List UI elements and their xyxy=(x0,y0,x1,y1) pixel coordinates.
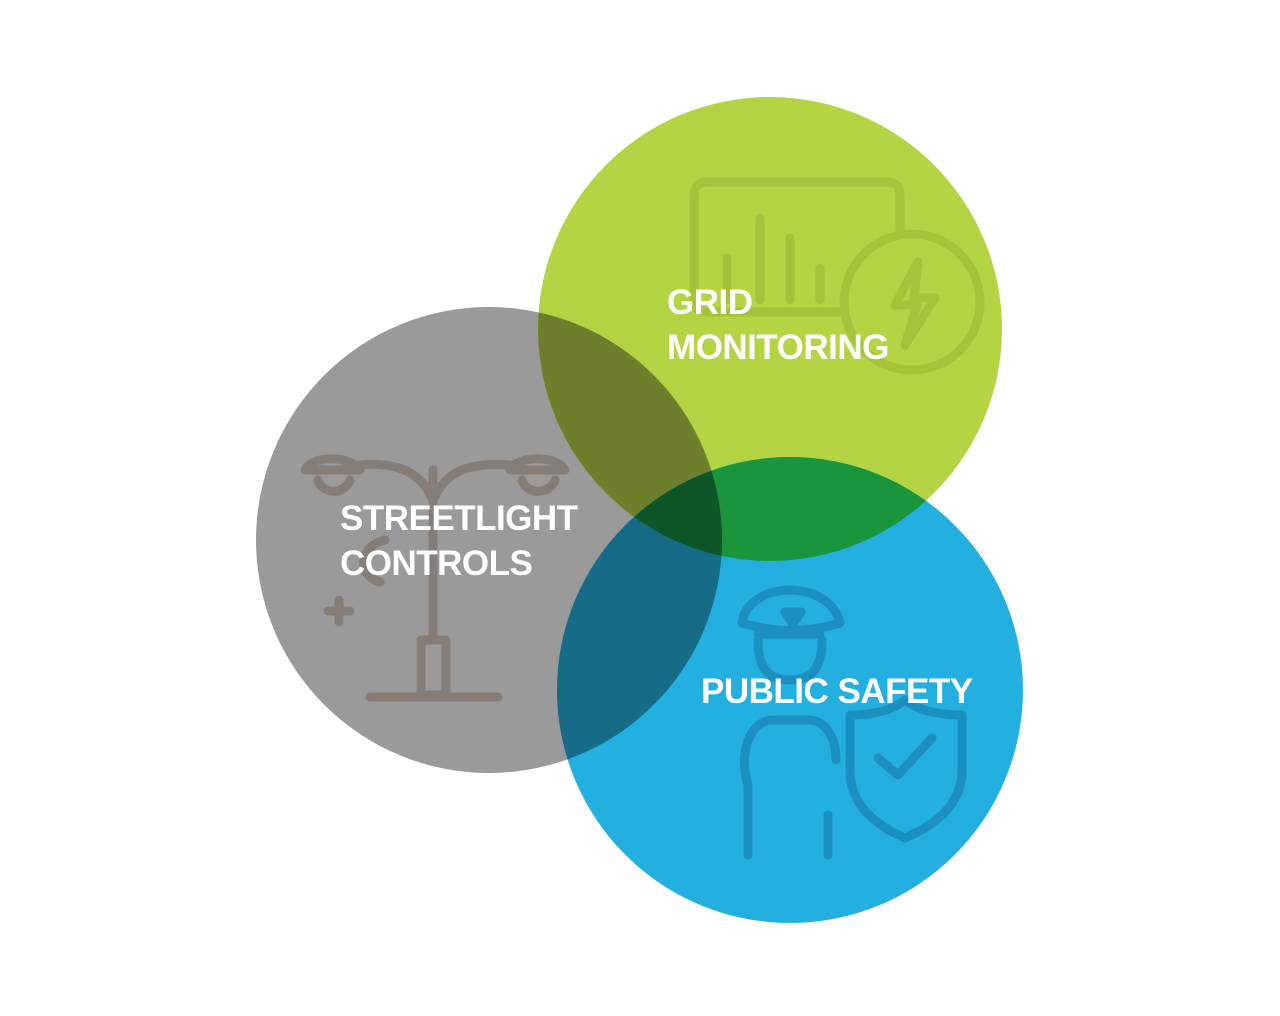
safety-label: PUBLIC SAFETY xyxy=(701,672,973,711)
grid-label: GRID MONITORING xyxy=(667,283,889,367)
police-officer-icon xyxy=(737,585,967,860)
grid-label-line-2: MONITORING xyxy=(667,328,889,367)
grid-monitor-icon xyxy=(689,177,985,375)
streetlight-label: STREETLIGHT CONTROLS xyxy=(340,499,587,583)
overlap-streetlight-safety xyxy=(557,457,722,773)
overlap-streetlight-grid xyxy=(538,307,722,561)
streetlight-icon xyxy=(300,454,570,702)
streetlight-label-line-2: CONTROLS xyxy=(340,544,532,583)
streetlight-label-line-1: STREETLIGHT xyxy=(340,499,578,538)
safety-label-line-1: PUBLIC SAFETY xyxy=(701,672,973,711)
grid-label-line-1: GRID xyxy=(667,283,753,322)
